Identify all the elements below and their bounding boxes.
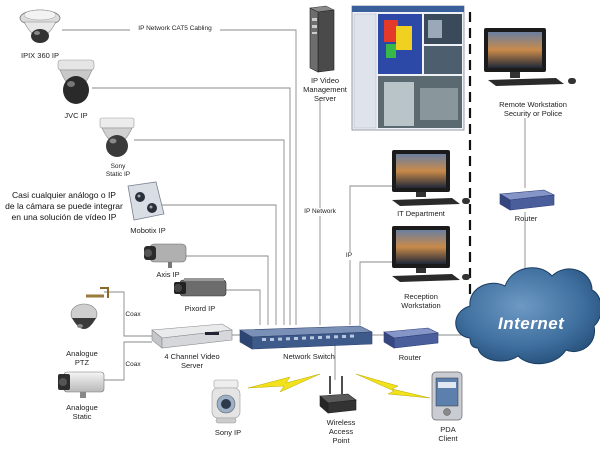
network-switch-icon <box>238 325 373 350</box>
lightning-left-icon <box>247 373 321 393</box>
wireless-access-point-icon <box>319 376 357 414</box>
analogue-static-camera-icon <box>58 371 105 398</box>
it-department-label: IT Department <box>397 209 445 218</box>
sony-static-camera-icon <box>99 117 135 157</box>
remote-workstation-icon <box>484 28 576 86</box>
router-right-icon <box>499 189 556 211</box>
vms-server-label: IP Video Management Server <box>303 76 347 103</box>
wire-coax-static <box>104 341 152 381</box>
integration-note: Casi cualquier análogo o IP de la cámara… <box>5 190 123 222</box>
wireless-ap-label: Wireless Access Point <box>326 418 356 445</box>
axis-camera-icon <box>144 243 187 268</box>
pixord-camera-icon <box>174 278 227 297</box>
wire-jvc <box>92 87 291 325</box>
ip-small-label: IP <box>342 252 356 260</box>
lightning-right-icon <box>355 373 431 399</box>
reception-label: Reception Workstation <box>401 292 441 310</box>
cabling-lines <box>62 29 526 381</box>
remote-workstation-label: Remote Workstation Security or Police <box>499 100 567 118</box>
sony-ip-label: Sony IP <box>214 428 242 437</box>
router-right-label: Router <box>514 214 538 223</box>
sony-ip-camera-icon <box>211 379 241 424</box>
video-server-label: 4 Channel Video Server <box>164 352 220 370</box>
ip-network-label: IP Network <box>302 208 338 216</box>
router-bottom-icon <box>383 327 440 349</box>
reception-workstation-icon <box>392 226 470 282</box>
wire-mobotix <box>160 204 277 325</box>
network-switch-label: Network Switch <box>283 352 335 361</box>
wire-pixord <box>226 289 261 325</box>
pda-icon <box>431 371 463 421</box>
vms-server-icon <box>309 5 335 73</box>
analogue-static-label: Analogue Static <box>66 403 98 421</box>
video-server-icon <box>151 323 233 349</box>
pixord-label: Pixord IP <box>184 304 216 313</box>
wire-it <box>349 185 392 325</box>
ipix-label: IPIX 360 IP <box>21 51 59 60</box>
vms-software-screenshot <box>351 5 465 131</box>
coax-bottom-label: Coax <box>125 361 141 368</box>
wireless-links <box>247 373 431 399</box>
axis-label: Axis IP <box>156 270 180 279</box>
it-workstation-icon <box>392 150 470 206</box>
router-bottom-label: Router <box>398 353 422 362</box>
coax-top-label: Coax <box>125 311 141 318</box>
analogue-ptz-label: Analogue PTZ <box>66 349 98 367</box>
cabling-label: IP Network CAT5 Cabling <box>130 25 220 33</box>
internet-cloud-icon <box>455 267 600 365</box>
wire-axis <box>186 255 269 325</box>
jvc-label: JVC IP <box>64 111 88 120</box>
mobotix-label: Mobotix IP <box>130 226 166 235</box>
internet-label: Internet <box>498 314 565 333</box>
jvc-camera-icon <box>57 59 95 104</box>
sony-static-label: Sony Static IP <box>105 163 131 178</box>
ipix-camera-icon <box>19 9 61 43</box>
wire-sony-static <box>134 139 285 325</box>
wire-coax-ptz <box>104 291 152 337</box>
pda-client-label: PDA Client <box>438 425 458 443</box>
wire-reception <box>359 261 392 325</box>
mobotix-camera-icon <box>127 181 165 221</box>
analogue-ptz-camera-icon <box>70 287 109 329</box>
